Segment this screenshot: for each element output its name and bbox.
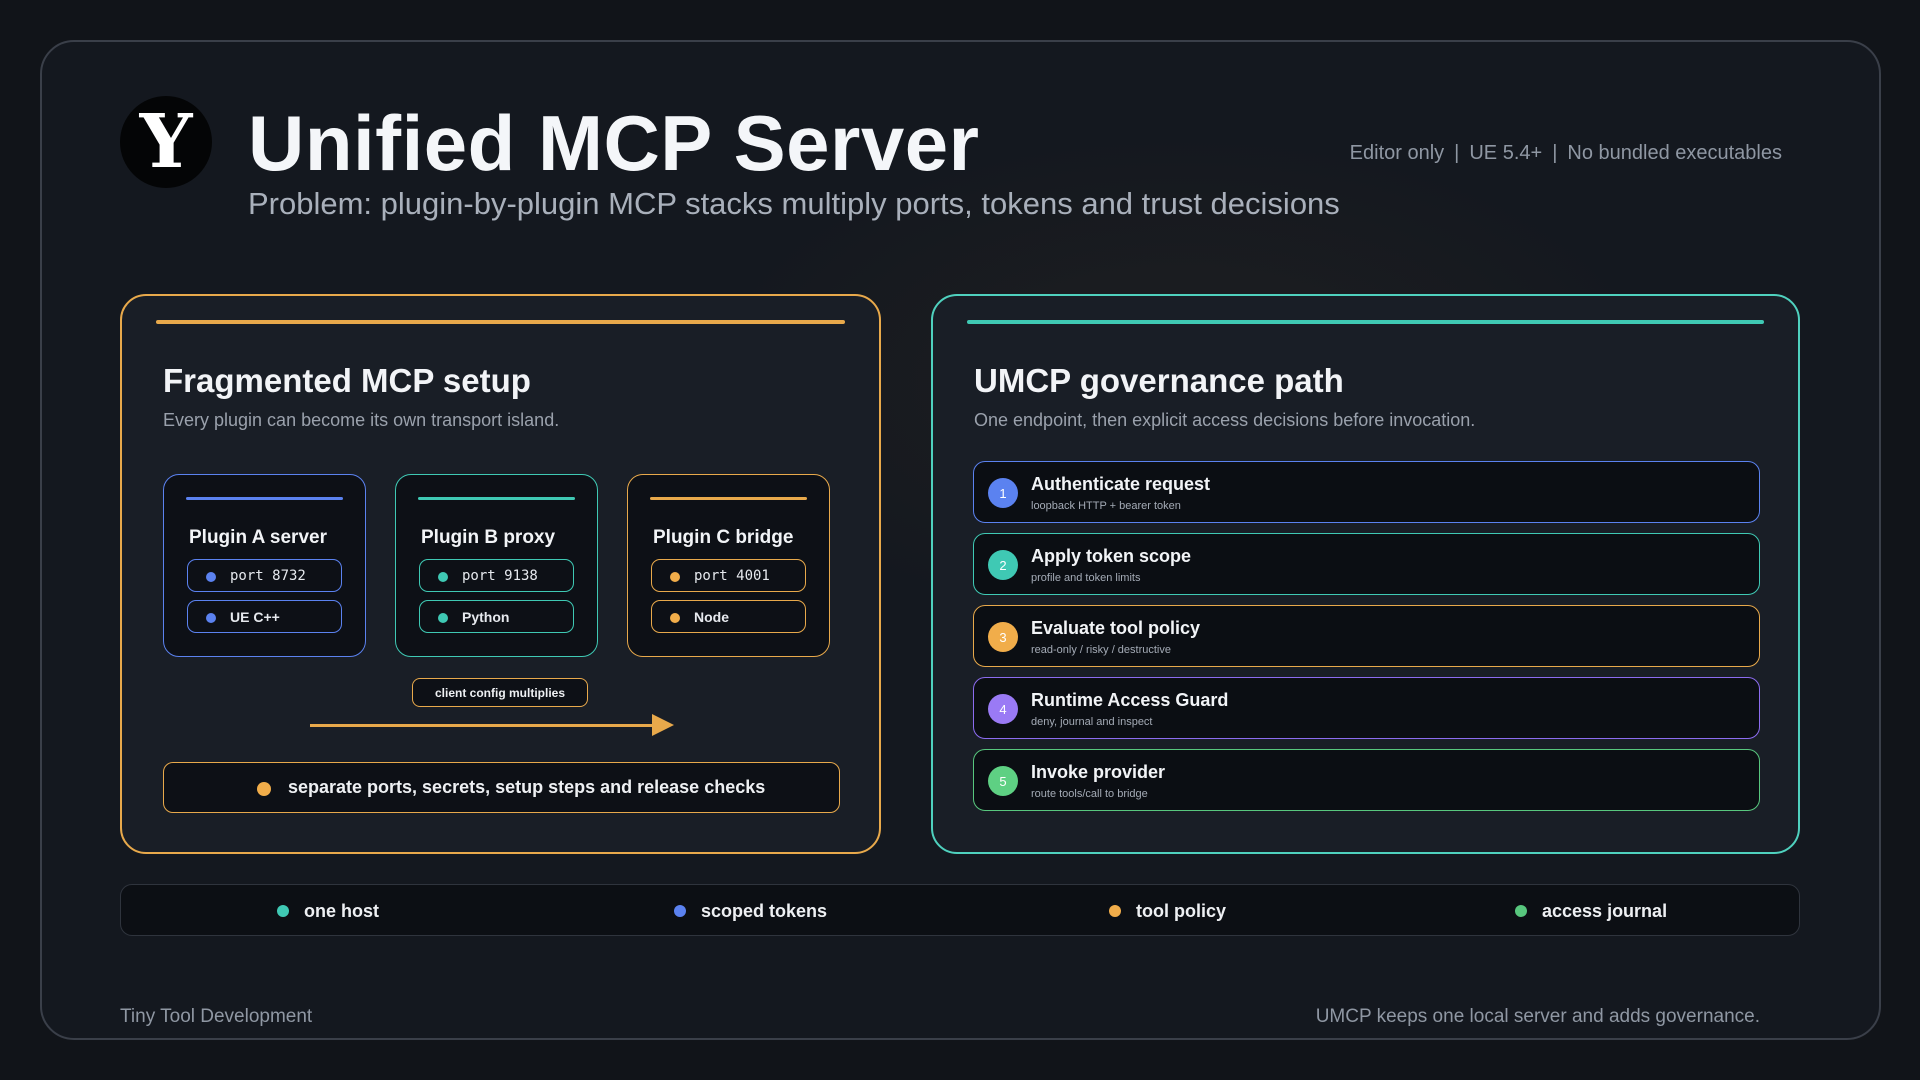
port-label: port 8732 xyxy=(230,567,306,584)
runtime-label: Node xyxy=(694,608,729,625)
plugin-card-c: Plugin C bridge port 4001 Node xyxy=(627,474,830,657)
meta-version: UE 5.4+ xyxy=(1469,142,1543,164)
panel-subtitle: Every plugin can become its own transpor… xyxy=(163,410,560,430)
port-chip: port 4001 xyxy=(651,559,806,592)
runtime-label: UE C++ xyxy=(230,608,280,625)
plugin-card-b: Plugin B proxy port 9138 Python xyxy=(395,474,598,657)
step-access-guard: 4 Runtime Access Guard deny, journal and… xyxy=(973,677,1760,739)
step-authenticate: 1 Authenticate request loopback HTTP + b… xyxy=(973,461,1760,523)
step-number-badge: 5 xyxy=(988,766,1018,796)
dot-icon xyxy=(257,782,271,796)
page-subtitle: Problem: plugin-by-plugin MCP stacks mul… xyxy=(248,186,1340,221)
dot-icon xyxy=(206,613,216,623)
meta-line: Editor only | UE 5.4+ | No bundled executabl… xyxy=(1350,142,1782,165)
runtime-label: Python xyxy=(462,608,510,625)
logo: Y xyxy=(120,96,212,188)
step-description: read-only / risky / destructive xyxy=(1031,644,1171,656)
runtime-chip: Python xyxy=(419,600,574,633)
dot-icon xyxy=(670,613,680,623)
footer-credit: Tiny Tool Development xyxy=(120,1006,313,1027)
meta-separator: | xyxy=(1454,142,1460,164)
runtime-chip: Node xyxy=(651,600,806,633)
page-title: Unified MCP Server xyxy=(248,99,980,187)
plugin-accent-bar xyxy=(186,497,343,500)
legend-item-access-journal: access journal xyxy=(1515,885,1667,937)
footer-tagline: UMCP keeps one local server and adds gov… xyxy=(1315,1006,1760,1027)
legend-label: one host xyxy=(304,900,379,921)
step-number-badge: 2 xyxy=(988,550,1018,580)
panel-subtitle: One endpoint, then explicit access decis… xyxy=(974,410,1476,430)
step-token-scope: 2 Apply token scope profile and token li… xyxy=(973,533,1760,595)
meta-editor: Editor only xyxy=(1349,142,1445,164)
arrow-right-icon xyxy=(652,714,674,736)
step-number-badge: 3 xyxy=(988,622,1018,652)
legend-item-tool-policy: tool policy xyxy=(1109,885,1226,937)
step-description: loopback HTTP + bearer token xyxy=(1031,500,1181,512)
port-chip: port 8732 xyxy=(187,559,342,592)
dot-icon xyxy=(1109,905,1121,917)
panel-accent-bar xyxy=(156,320,845,324)
dot-icon xyxy=(674,905,686,917)
legend-bar: one host scoped tokens tool policy acces… xyxy=(120,884,1800,936)
legend-label: scoped tokens xyxy=(701,900,828,921)
port-chip: port 9138 xyxy=(419,559,574,592)
panel-title: UMCP governance path xyxy=(974,362,1344,399)
legend-item-scoped-tokens: scoped tokens xyxy=(674,885,827,937)
port-label: port 9138 xyxy=(462,567,538,584)
plugin-name: Plugin A server xyxy=(189,527,327,548)
step-title: Authenticate request xyxy=(1031,474,1211,494)
config-callout: client config multiplies xyxy=(412,678,588,707)
meta-separator: | xyxy=(1552,142,1558,164)
legend-item-one-host: one host xyxy=(277,885,379,937)
legend-label: access journal xyxy=(1542,900,1668,921)
step-invoke-provider: 5 Invoke provider route tools/call to br… xyxy=(973,749,1760,811)
dot-icon xyxy=(438,613,448,623)
governance-path-panel: UMCP governance path One endpoint, then … xyxy=(931,294,1800,854)
dot-icon xyxy=(1515,905,1527,917)
arrow-line xyxy=(310,724,660,727)
step-description: profile and token limits xyxy=(1031,572,1141,584)
step-title: Apply token scope xyxy=(1031,546,1192,566)
panel-title: Fragmented MCP setup xyxy=(163,362,531,399)
runtime-chip: UE C++ xyxy=(187,600,342,633)
dot-icon xyxy=(277,905,289,917)
step-number-badge: 4 xyxy=(988,694,1018,724)
step-number-badge: 1 xyxy=(988,478,1018,508)
dot-icon xyxy=(206,572,216,582)
warning-text: separate ports, secrets, setup steps and… xyxy=(288,777,766,797)
plugin-name: Plugin C bridge xyxy=(653,527,794,548)
logo-letter: Y xyxy=(139,99,193,185)
plugin-name: Plugin B proxy xyxy=(421,527,556,548)
step-title: Runtime Access Guard xyxy=(1031,690,1229,710)
panel-accent-bar xyxy=(967,320,1764,324)
plugin-accent-bar xyxy=(418,497,575,500)
step-title: Invoke provider xyxy=(1031,762,1166,782)
plugin-card-a: Plugin A server port 8732 UE C++ xyxy=(163,474,366,657)
step-description: route tools/call to bridge xyxy=(1031,788,1148,800)
dot-icon xyxy=(670,572,680,582)
legend-label: tool policy xyxy=(1136,900,1226,921)
warning-bar: separate ports, secrets, setup steps and… xyxy=(163,762,840,813)
port-label: port 4001 xyxy=(694,567,770,584)
meta-executables: No bundled executables xyxy=(1567,142,1782,164)
dot-icon xyxy=(438,572,448,582)
step-tool-policy: 3 Evaluate tool policy read-only / risky… xyxy=(973,605,1760,667)
step-description: deny, journal and inspect xyxy=(1031,716,1153,728)
step-title: Evaluate tool policy xyxy=(1031,618,1201,638)
plugin-accent-bar xyxy=(650,497,807,500)
fragmented-setup-panel: Fragmented MCP setup Every plugin can be… xyxy=(120,294,881,854)
